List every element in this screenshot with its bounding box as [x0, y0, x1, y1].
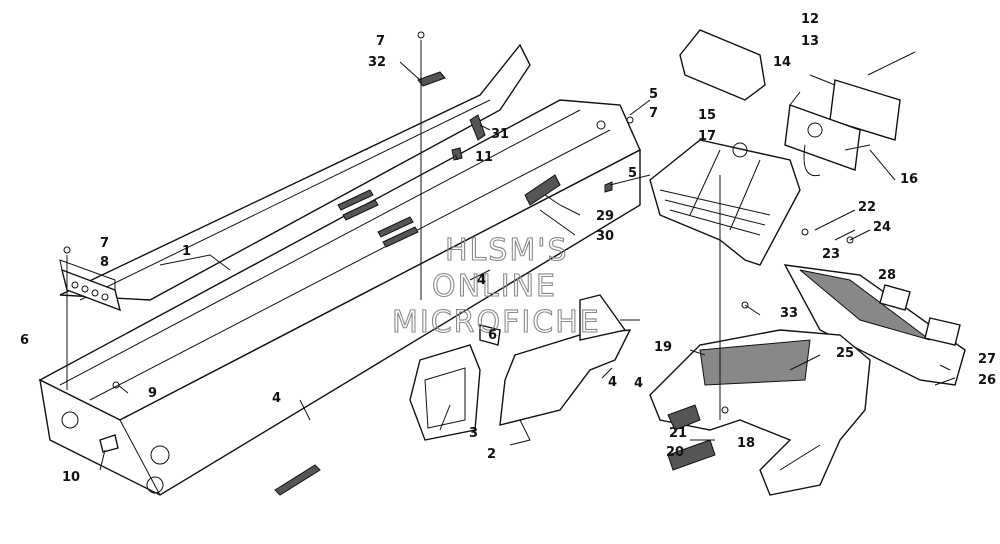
callout-label: 28	[878, 268, 896, 283]
watermark-line-2: ONLINE	[432, 269, 557, 304]
callout-label: 22	[858, 200, 876, 215]
callout-label: 5	[649, 87, 658, 102]
snowflap	[783, 264, 966, 386]
callout-label: 1	[182, 244, 191, 259]
callout-label: 6	[20, 333, 29, 348]
callout-label: 15	[698, 108, 716, 123]
fasteners	[63, 31, 854, 496]
callout-label: 25	[836, 346, 854, 361]
callout-label: 33	[780, 306, 798, 321]
callout-label: 4	[272, 391, 281, 406]
callout-label: 14	[773, 55, 791, 70]
tail-light-assembly	[679, 29, 916, 177]
callout-label: 20	[666, 445, 684, 460]
callout-label: 2	[487, 447, 496, 462]
callout-label: 19	[654, 340, 672, 355]
callout-label: 18	[737, 436, 755, 451]
callout-label: 6	[488, 328, 497, 343]
watermark-line-3: MICROFICHE	[392, 305, 601, 340]
callout-label: 4	[634, 376, 643, 391]
callout-label: 27	[978, 352, 996, 367]
callout-label: 7	[649, 106, 658, 121]
callout-label: 7	[376, 34, 385, 49]
callout-label: 4	[608, 375, 617, 390]
callout-label: 17	[698, 129, 716, 144]
callout-label: 16	[900, 172, 918, 187]
rear-rack	[649, 139, 801, 266]
callout-label: 7	[100, 236, 109, 251]
callout-label: 13	[801, 34, 819, 49]
callout-label: 32	[368, 55, 386, 70]
callout-label: 5	[628, 166, 637, 181]
callout-label: 24	[873, 220, 891, 235]
callout-label: 30	[596, 229, 614, 244]
callout-label: 3	[469, 426, 478, 441]
callout-label: 4	[477, 273, 486, 288]
rear-bumper	[649, 329, 871, 496]
callout-label: 8	[100, 255, 109, 270]
callout-labels: 1 2 3 4 4 4 4 5 5 6 6 7 7 7 8 9 10 11 12…	[20, 12, 996, 485]
callout-label: 23	[822, 247, 840, 262]
rear-bracket	[59, 259, 122, 312]
callout-label: 9	[148, 386, 157, 401]
watermark: HLSM'S ONLINE MICROFICHE	[391, 232, 601, 340]
tunnel-assembly	[38, 43, 641, 496]
leader-lines	[66, 40, 956, 471]
callout-label: 31	[491, 127, 509, 142]
watermark-line-1: HLSM'S	[445, 233, 569, 268]
callout-label: 10	[62, 470, 80, 485]
callout-label: 29	[596, 209, 614, 224]
callout-label: 11	[475, 150, 493, 165]
callout-label: 26	[978, 373, 996, 388]
callout-label: 12	[801, 12, 819, 27]
callout-label: 21	[669, 426, 687, 441]
side-brackets	[409, 294, 632, 441]
